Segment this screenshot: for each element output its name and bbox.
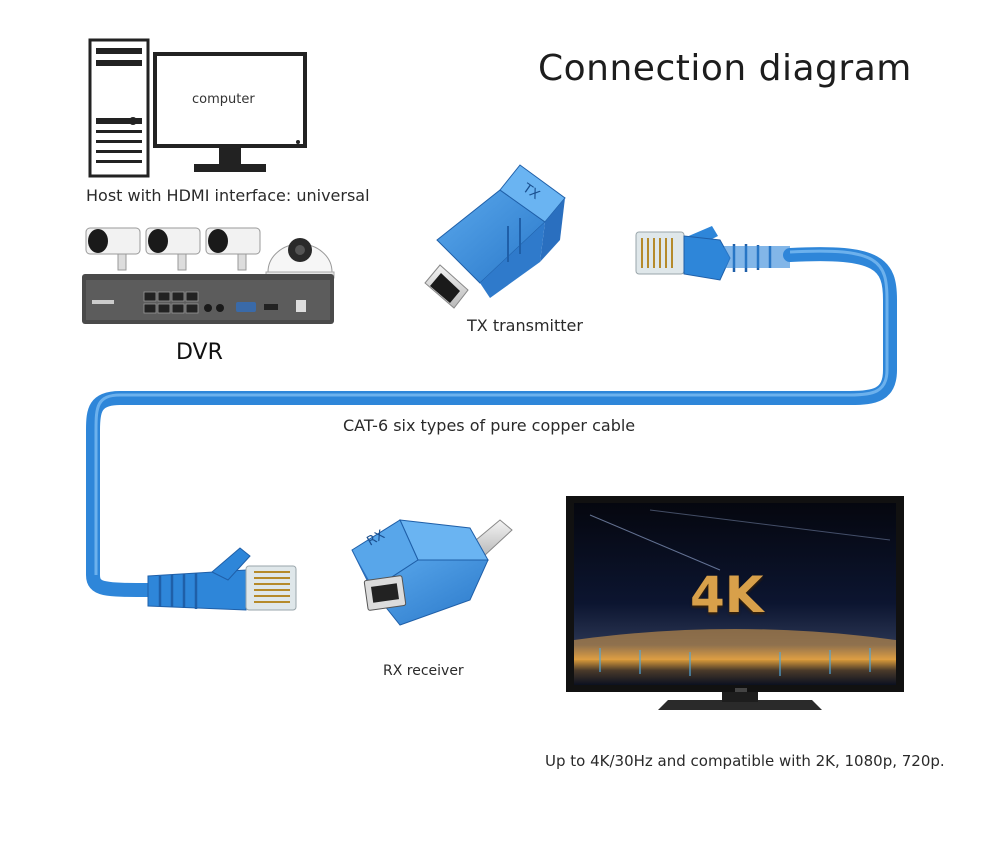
television-icon: [566, 496, 904, 710]
rj45-plug-icon: [147, 547, 297, 611]
page-title: Connection diagram: [538, 48, 912, 89]
tx-adapter-icon: TX: [424, 164, 566, 309]
monitor-screen-label: computer: [192, 92, 255, 107]
rx-receiver-label: RX receiver: [383, 663, 464, 679]
bullet-camera-icon: [205, 227, 261, 271]
tv-caption: Up to 4K/30Hz and compatible with 2K, 10…: [545, 752, 945, 770]
host-label: Host with HDMI interface: universal: [86, 186, 370, 205]
cable-label: CAT-6 six types of pure copper cable: [343, 416, 636, 435]
monitor-icon: [153, 52, 307, 172]
dvr-label: DVR: [176, 340, 223, 365]
rj45-plug-icon: [635, 226, 790, 281]
computer-tower-icon: [88, 38, 150, 178]
rx-adapter-icon: RX: [351, 519, 513, 626]
dome-camera-icon: [265, 238, 335, 279]
tv-screen-4k-text: 4K: [690, 566, 764, 624]
tx-transmitter-label: TX transmitter: [467, 316, 583, 335]
dvr-recorder-icon: [82, 274, 334, 324]
bullet-camera-icon: [145, 227, 201, 271]
bullet-camera-icon: [85, 227, 141, 271]
